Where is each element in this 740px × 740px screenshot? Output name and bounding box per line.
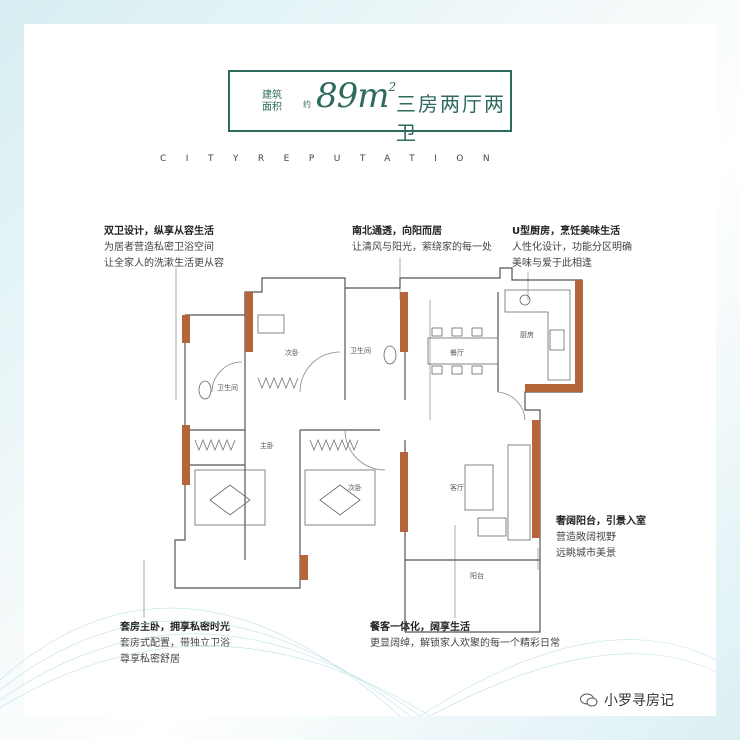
area-label-line1: 建筑 bbox=[262, 90, 282, 101]
beds bbox=[194, 469, 376, 526]
note-heading: 餐客一体化，阔享生活 bbox=[370, 622, 470, 633]
room-label-bath-public: 卫生间 bbox=[350, 346, 371, 355]
note-heading: U型厨房，烹饪美味生活 bbox=[512, 226, 621, 237]
layout-type: 三房两厅两卫 bbox=[396, 92, 506, 145]
living-furniture bbox=[464, 444, 531, 541]
plan-walls bbox=[174, 267, 583, 633]
room-label-living: 客厅 bbox=[450, 483, 464, 492]
room-label-second-bed: 次卧 bbox=[348, 483, 362, 492]
room-label-bath-master: 卫生间 bbox=[217, 383, 238, 392]
note-line: 更显阔绰，解锁家人欢聚的每一个精彩日常 bbox=[370, 638, 560, 649]
note-master-suite: 套房主卧，拥享私密时光 套房式配置，带独立卫浴 尊享私密舒居 bbox=[120, 620, 230, 668]
door-arcs bbox=[211, 351, 526, 471]
toilets bbox=[198, 314, 397, 400]
note-ventilation: 南北通透，向阳而居 让清风与阳光，萦绕家的每一处 bbox=[352, 224, 492, 256]
area-value: 89m2 bbox=[316, 76, 397, 116]
note-line: 远眺城市美景 bbox=[556, 548, 616, 559]
area-label-line2: 面积 bbox=[262, 102, 282, 113]
note-line: 套房式配置，带独立卫浴 bbox=[120, 638, 230, 649]
leader-lines bbox=[143, 258, 539, 618]
note-heading: 奢阔阳台，引景入室 bbox=[556, 516, 646, 527]
room-label-master-bed: 主卧 bbox=[260, 441, 274, 450]
note-line: 美味与爱于此相逢 bbox=[512, 258, 592, 269]
area-label: 建筑 面积 bbox=[262, 90, 282, 114]
area-sup: 2 bbox=[388, 80, 397, 94]
room-label-balcony: 阳台 bbox=[470, 571, 484, 580]
note-line: 为居者营造私密卫浴空间 bbox=[104, 242, 214, 253]
note-heading: 南北通透，向阳而居 bbox=[352, 226, 442, 237]
subtitle-letters: CITYREPUTATION bbox=[160, 154, 510, 164]
dining-table bbox=[427, 327, 499, 375]
decorative-waves bbox=[0, 607, 717, 717]
poster-card bbox=[24, 24, 716, 716]
watermark-text: 小罗寻房记 bbox=[604, 693, 674, 709]
note-heading: 双卫设计，纵享从容生活 bbox=[104, 226, 214, 237]
note-line: 人性化设计，功能分区明确 bbox=[512, 242, 632, 253]
room-label-dining: 餐厅 bbox=[450, 348, 464, 357]
structural-columns bbox=[182, 280, 583, 580]
note-dining-living: 餐客一体化，阔享生活 更显阔绰，解锁家人欢聚的每一个精彩日常 bbox=[370, 620, 560, 652]
note-line: 尊享私密舒居 bbox=[120, 654, 180, 665]
room-label-kitchen: 厨房 bbox=[520, 330, 534, 339]
note-dual-bath: 双卫设计，纵享从容生活 为居者营造私密卫浴空间 让全家人的洗漱生活更从容 bbox=[104, 224, 224, 272]
note-line: 让全家人的洗漱生活更从容 bbox=[104, 258, 224, 269]
room-label-study: 次卧 bbox=[285, 348, 299, 357]
area-unit-note: 约 bbox=[303, 100, 311, 109]
room-labels: 卫生间 次卧 卫生间 餐厅 厨房 主卧 次卧 客厅 阳台 bbox=[217, 330, 534, 580]
area-number: 89m bbox=[316, 76, 390, 116]
wechat-icon bbox=[580, 693, 598, 707]
note-kitchen: U型厨房，烹饪美味生活 人性化设计，功能分区明确 美味与爱于此相逢 bbox=[512, 224, 632, 272]
note-balcony: 奢阔阳台，引景入室 营造敞阔视野 远眺城市美景 bbox=[556, 514, 646, 562]
note-line: 让清风与阳光，萦绕家的每一处 bbox=[352, 242, 492, 253]
wardrobes bbox=[194, 376, 359, 452]
kitchen-counter bbox=[504, 289, 571, 381]
title-box: 建筑 面积 约 89m2 三房两厅两卫 bbox=[228, 70, 512, 145]
note-line: 营造敞阔视野 bbox=[556, 532, 616, 543]
note-heading: 套房主卧，拥享私密时光 bbox=[120, 622, 230, 633]
